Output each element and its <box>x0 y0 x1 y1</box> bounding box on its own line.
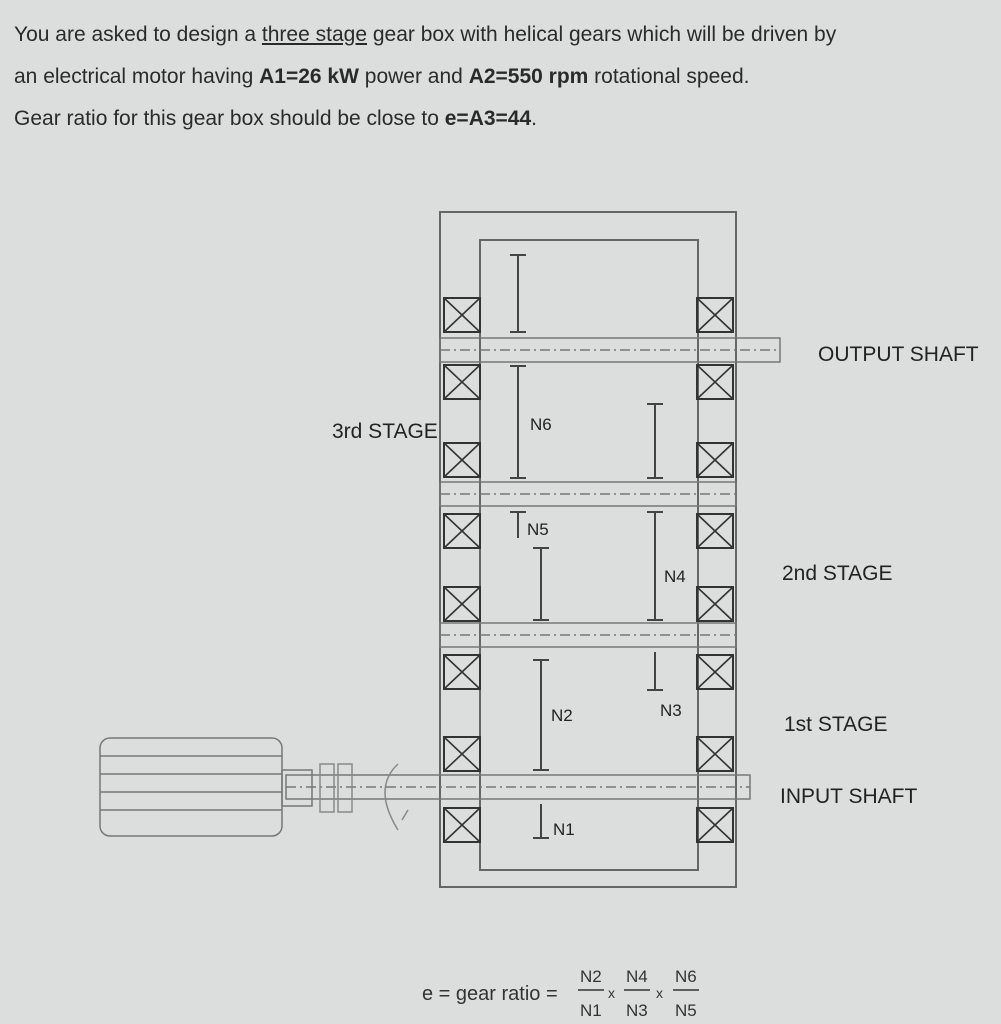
n5-label: N5 <box>527 520 549 539</box>
n2-label: N2 <box>551 706 573 725</box>
text: You are asked to design a <box>14 23 262 46</box>
text: rotational speed. <box>588 65 750 88</box>
formula-num-1: N2 <box>580 967 602 986</box>
formula-den-2: N3 <box>626 1001 648 1020</box>
intermediate-shaft-lower <box>439 622 737 648</box>
text: gear box with helical gears which will b… <box>367 23 837 46</box>
stage-3-label: 3rd STAGE <box>332 420 438 443</box>
housing-inner <box>479 239 699 871</box>
input-shaft-label: INPUT SHAFT <box>780 785 917 808</box>
gear-n6 <box>510 365 526 479</box>
text: Gear ratio for this gear box should be c… <box>14 107 445 130</box>
formula-times-1: x <box>608 985 615 1001</box>
power-value: A1=26 kW <box>259 65 359 88</box>
problem-line-1: You are asked to design a three stage ge… <box>14 14 989 56</box>
bearings-left <box>443 297 481 843</box>
problem-line-2: an electrical motor having A1=26 kW powe… <box>14 56 989 98</box>
stage-2-label: 2nd STAGE <box>782 562 893 585</box>
output-shaft <box>439 337 781 363</box>
formula-times-2: x <box>656 985 663 1001</box>
formula-den-3: N5 <box>675 1001 697 1020</box>
formula-den-1: N1 <box>580 1001 602 1020</box>
electric-motor <box>99 737 313 837</box>
gear-n4 <box>647 511 663 621</box>
housing-outer <box>439 211 737 888</box>
bearings-right <box>696 297 734 843</box>
gear-n5 <box>510 511 526 538</box>
n6-label: N6 <box>530 415 552 434</box>
gear-upper-right <box>647 403 663 479</box>
stage-1-label: 1st STAGE <box>784 713 887 736</box>
formula-num-3: N6 <box>675 967 697 986</box>
formula-lhs: e = gear ratio = <box>422 983 558 1005</box>
formula-num-2: N4 <box>626 967 648 986</box>
n3-label: N3 <box>660 701 682 720</box>
n4-label: N4 <box>664 567 686 586</box>
gears <box>510 254 663 839</box>
intermediate-shaft-upper <box>439 481 737 507</box>
gear-ratio-formula: e = gear ratio = N2 N1 x N4 N3 x N6 N5 <box>422 967 699 1020</box>
gear-output-top <box>510 254 526 333</box>
text: . <box>531 107 538 130</box>
gear-n2 <box>533 659 549 771</box>
output-shaft-label: OUTPUT SHAFT <box>818 343 979 366</box>
input-shaft <box>285 774 751 800</box>
text: an electrical motor having <box>14 65 260 88</box>
gear-n1 <box>533 804 549 839</box>
n1-label: N1 <box>553 820 575 839</box>
ratio-value: e=A3=44 <box>444 107 532 130</box>
gear-n3 <box>647 652 663 691</box>
underlined-text: three stage <box>261 23 367 46</box>
problem-statement: You are asked to design a three stage ge… <box>14 14 989 140</box>
coupling <box>319 763 409 831</box>
text: power and <box>358 65 469 88</box>
gear-n5-lower <box>533 547 549 621</box>
problem-line-3: Gear ratio for this gear box should be c… <box>14 98 989 140</box>
speed-value: A2=550 rpm <box>468 65 589 88</box>
